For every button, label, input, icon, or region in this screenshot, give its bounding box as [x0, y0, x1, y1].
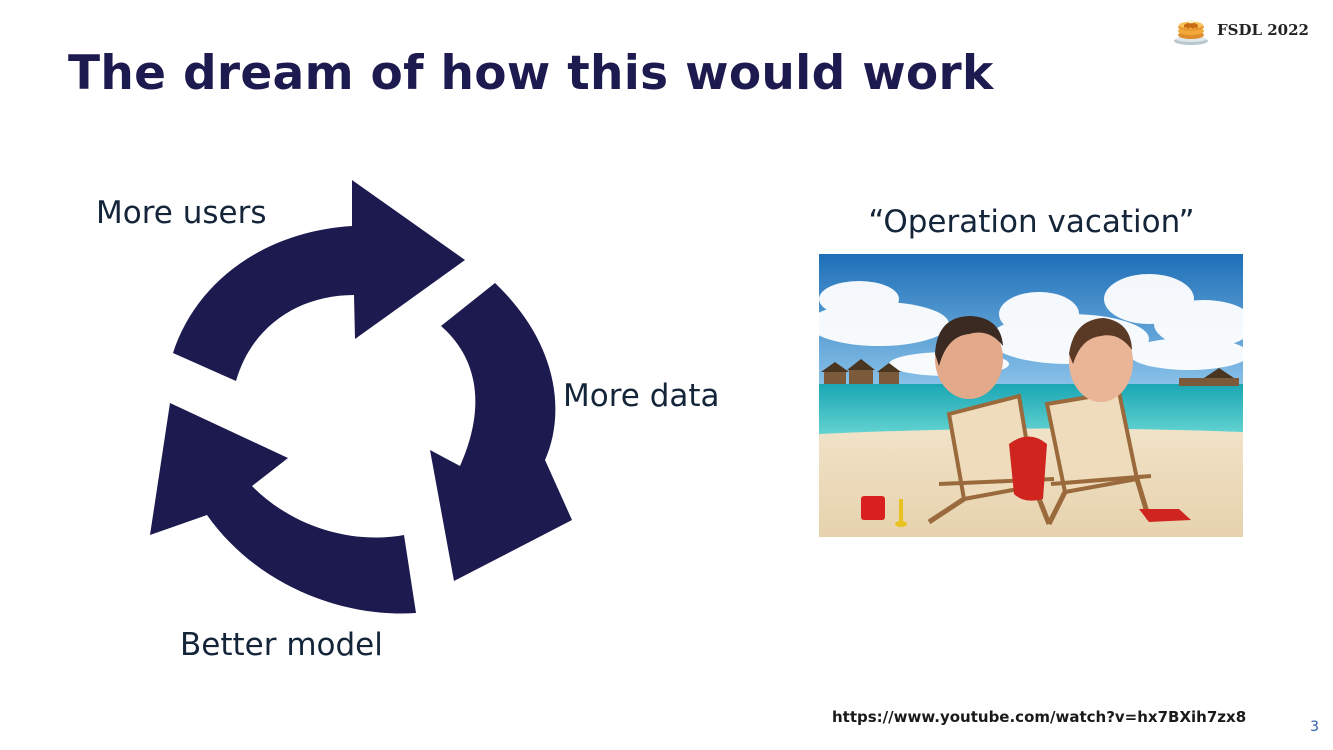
brand-name: FSDL 2022 — [1216, 21, 1309, 39]
photo-caption: “Operation vacation” — [868, 204, 1195, 240]
cycle-diagram — [150, 180, 572, 614]
cycle-arrow-data — [430, 283, 572, 581]
cycle-label-users: More users — [96, 195, 267, 231]
slide-title: The dream of how this would work — [68, 46, 994, 101]
pancake-stack-icon — [1173, 20, 1208, 45]
cycle-label-model: Better model — [180, 627, 383, 663]
cycle-arrow-model — [150, 403, 416, 614]
source-link[interactable]: https://www.youtube.com/watch?v=hx7BXih7… — [832, 708, 1247, 726]
beach-lounge-chairs-photo — [819, 254, 1243, 537]
page-number: 3 — [1310, 719, 1319, 735]
cycle-arrow-users — [173, 180, 465, 381]
cycle-label-data: More data — [563, 378, 720, 414]
brand-badge: FSDL 2022 — [1173, 14, 1309, 46]
